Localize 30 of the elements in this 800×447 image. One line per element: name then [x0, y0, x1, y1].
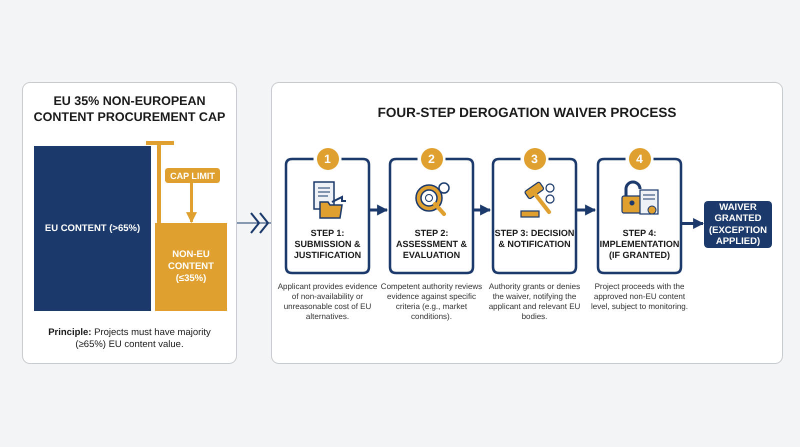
arrow	[577, 204, 596, 216]
result-box: WAIVER GRANTED (EXCEPTION APPLIED)	[704, 201, 772, 248]
step-number-badge: 4	[628, 148, 650, 170]
panel-card	[22, 82, 237, 364]
step-description: Competent authority reviews evidence against specific criteria (e.g., market conditions).	[380, 282, 483, 322]
step-description: Applicant provides evidence of non-availability or unreasonable cost of EU alternatives.	[276, 282, 378, 322]
step-number-badge: 1	[316, 148, 338, 170]
step-card	[596, 148, 683, 274]
step-number-badge: 3	[524, 148, 546, 170]
step-card	[284, 148, 371, 274]
principle-note: Principle: Projects must have majority (≥65%) EU content value.	[47, 327, 212, 351]
step-description: Project proceeds with the approved non-EU content level, subject to monitoring.	[590, 282, 689, 312]
bar: NON-EU CONTENT (≤35%)	[155, 223, 227, 311]
step-card	[388, 148, 475, 274]
arrow	[682, 218, 704, 229]
arrow	[474, 204, 492, 216]
cap-limit-tag: CAP LIMIT	[165, 168, 220, 183]
panel-title: EU 35% NON-EUROPEAN CONTENT PROCUREMENT CAP	[32, 93, 226, 125]
step-number-badge: 2	[420, 148, 442, 170]
arrow	[186, 182, 197, 224]
step-description: Authority grants or denies the waiver, notifying the applicant and relevant EU bodies.	[488, 282, 582, 322]
arrow	[370, 204, 388, 216]
step-card	[491, 148, 578, 274]
panel-card	[271, 82, 783, 364]
step-title: STEP 4: IMPLEMENTATION (IF GRANTED)	[598, 228, 680, 261]
step-title: STEP 3: DECISION & NOTIFICATION	[494, 228, 576, 250]
panel-title: FOUR-STEP DEROGATION WAIVER PROCESS	[376, 105, 678, 120]
step-title: STEP 1: SUBMISSION & JUSTIFICATION	[292, 228, 362, 261]
bar: EU CONTENT (>65%)	[34, 146, 151, 311]
step-title: STEP 2: ASSESSMENT & EVALUATION	[394, 228, 468, 261]
